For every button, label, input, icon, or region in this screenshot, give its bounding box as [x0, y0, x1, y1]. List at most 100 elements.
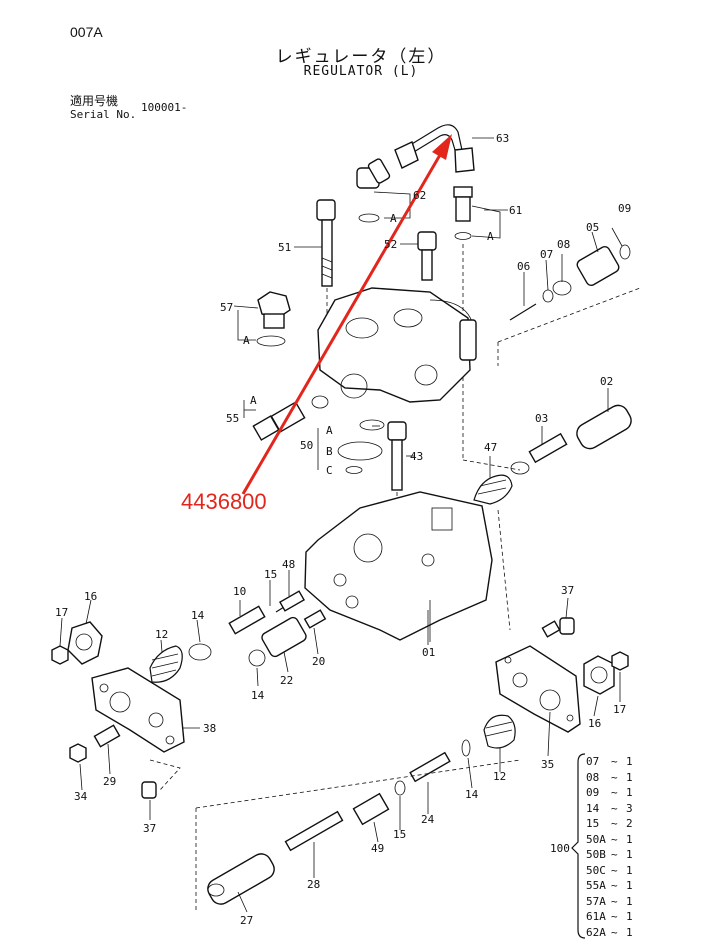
callout-50: 50: [300, 439, 313, 452]
callout-14: 14: [191, 609, 205, 622]
callout-03: 03: [535, 412, 548, 425]
callout-10: 10: [233, 585, 246, 598]
kit-item-qty: 1: [626, 755, 633, 768]
kit-item-part: 62A: [586, 925, 606, 939]
kit-item-part: 08: [586, 770, 600, 784]
label-a: A: [243, 334, 250, 347]
main-body-01: [304, 491, 511, 642]
label-c: C: [326, 464, 333, 477]
kit-item-part: 57A: [586, 894, 606, 908]
callout-55: 55: [226, 412, 239, 425]
callout-27: 27: [240, 914, 253, 927]
kit-item-qty: 1: [626, 925, 633, 939]
kit-item-part: 15: [586, 817, 600, 830]
page-title-japanese: レギュレータ（左）: [275, 47, 447, 67]
callout-16: 16: [588, 717, 601, 730]
left-side-parts: [51, 590, 327, 799]
callout-24: 24: [421, 813, 435, 826]
leader-lines: [59, 137, 623, 913]
serial-value: 100001-: [141, 101, 188, 114]
callout-43: 43: [410, 450, 423, 463]
callout-08: 08: [557, 238, 570, 251]
annotation-arrow: [241, 134, 452, 495]
kit-item-qty: 3: [626, 801, 633, 815]
callout-52: 52: [384, 238, 397, 251]
kit-bracket: [571, 753, 586, 939]
callout-14: 14: [465, 788, 479, 801]
kit-item-qty: 1: [626, 910, 633, 923]
kit-item-tilde: ~: [611, 817, 618, 830]
kit-item-tilde: ~: [611, 755, 618, 768]
callout-37: 37: [143, 822, 156, 835]
kit-item-qty: 1: [626, 770, 633, 784]
callout-47: 47: [484, 441, 497, 454]
label-a: A: [487, 230, 494, 243]
serial-label: Serial No.: [70, 108, 137, 121]
kit-item-qty: 1: [626, 848, 633, 861]
kit-item-part: 61A: [586, 910, 606, 923]
callout-14: 14: [251, 689, 265, 702]
kit-item-qty: 1: [626, 786, 633, 799]
callout-63: 63: [496, 132, 509, 145]
callout-100: 100: [550, 842, 570, 855]
kit-item-part: 50A: [586, 832, 606, 846]
kit-item-tilde: ~: [611, 770, 618, 784]
seals-50: [317, 419, 385, 474]
callout-51: 51: [278, 241, 291, 254]
plug-57: [237, 291, 291, 347]
page-code: 007A: [70, 24, 103, 40]
label-a: A: [390, 212, 397, 225]
callout-05: 05: [586, 221, 599, 234]
kit-item-tilde: ~: [611, 832, 618, 846]
kit-item-tilde: ~: [611, 910, 618, 923]
kit-item-tilde: ~: [611, 848, 618, 861]
callout-09: 09: [618, 202, 631, 215]
kit-item-tilde: ~: [611, 925, 618, 939]
kit-item-qty: 1: [626, 832, 633, 846]
serial-label-japanese: 適用号機: [70, 94, 119, 108]
right-spool-parts: [473, 244, 641, 505]
callout-15: 15: [393, 828, 406, 841]
callout-20: 20: [312, 655, 325, 668]
right-lower-parts: [195, 617, 629, 910]
callout-17: 17: [55, 606, 68, 619]
kit-item-qty: 1: [626, 894, 633, 908]
kit-item-part: 55A: [586, 879, 606, 892]
kit-item-tilde: ~: [611, 786, 618, 799]
kit-item-qty: 2: [626, 817, 633, 830]
callout-34: 34: [74, 790, 88, 803]
kit-item-tilde: ~: [611, 801, 618, 815]
kit-item-tilde: ~: [611, 894, 618, 908]
kit-item-qty: 1: [626, 863, 633, 877]
kit-item-tilde: ~: [611, 863, 618, 877]
callout-06: 06: [517, 260, 530, 273]
callout-62: 62: [413, 189, 426, 202]
callout-61: 61: [509, 204, 522, 217]
callout-48: 48: [282, 558, 295, 571]
page-title: REGULATOR (L): [303, 64, 419, 79]
kit-item-part: 07: [586, 755, 600, 768]
kit-item-part: 50C: [586, 863, 606, 877]
callout-01: 01: [422, 646, 435, 659]
label-a: A: [250, 394, 257, 407]
callout-02: 02: [600, 375, 613, 388]
kit-item-part: 09: [586, 786, 600, 799]
kit-item-part: 14: [586, 801, 600, 815]
callout-12: 12: [493, 770, 506, 783]
upper-housing: [317, 287, 477, 403]
kit-item-qty: 1: [626, 879, 633, 892]
annotation-part-number: 4436800: [181, 489, 267, 514]
kit-item-tilde: ~: [611, 879, 618, 892]
callout-38: 38: [203, 722, 216, 735]
callout-16: 16: [84, 590, 97, 603]
callout-15: 15: [264, 568, 277, 581]
kit-item-part: 50B: [586, 848, 606, 861]
callout-57: 57: [220, 301, 233, 314]
callout-35: 35: [541, 758, 554, 771]
label-a: A: [326, 424, 333, 437]
callout-07: 07: [540, 248, 553, 261]
bolts: [316, 199, 437, 520]
callout-17: 17: [613, 703, 626, 716]
callout-labels: 63 62 61 52 51 57 55 50 43 09 08 07 06 0…: [55, 132, 631, 927]
